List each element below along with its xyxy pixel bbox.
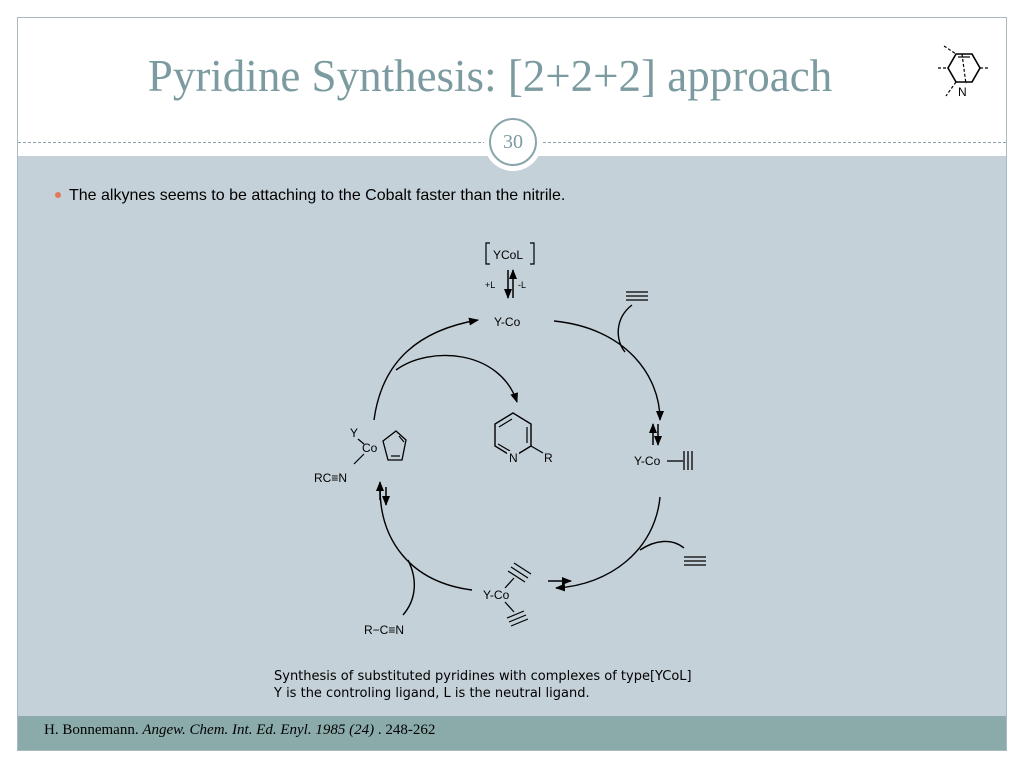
citation: H. Bonnemann. Angew. Chem. Int. Ed. Enyl… bbox=[44, 722, 435, 739]
nitrile-label: R−C≡N bbox=[364, 623, 404, 637]
cobaltacycle-y-label: Y bbox=[350, 426, 358, 440]
pyridine-n-label: N bbox=[509, 451, 518, 465]
bullet-item: The alkynes seems to be attaching to the… bbox=[55, 187, 565, 205]
alkyne-icon-bottom bbox=[684, 556, 706, 566]
cobaltacycle-complex: Y Co RC≡N bbox=[314, 426, 407, 485]
yco-bis-alkyne-complex: Y-Co bbox=[483, 562, 532, 627]
diagram-caption: Synthesis of substituted pyridines with … bbox=[274, 668, 692, 702]
pyridine-product: N R bbox=[494, 412, 553, 465]
yco-alkyne-complex: Y-Co bbox=[634, 423, 693, 470]
plus-l-label: +L bbox=[485, 280, 495, 290]
caption-line-1: Synthesis of substituted pyridines with … bbox=[274, 669, 692, 684]
cobaltacycle-nitrile-label: RC≡N bbox=[314, 471, 347, 485]
arc-bottom-left bbox=[379, 487, 473, 591]
content-area bbox=[18, 156, 1006, 716]
bullet-dot-icon bbox=[55, 191, 61, 198]
minus-l-label: -L bbox=[518, 280, 526, 290]
page-number: 30 bbox=[489, 118, 537, 166]
bullet-text: The alkynes seems to be attaching to the… bbox=[69, 187, 566, 204]
cobaltacycle-co-label: Co bbox=[362, 441, 378, 455]
citation-pages: . 248-262 bbox=[377, 722, 436, 738]
alkyne-icon-top bbox=[626, 291, 648, 301]
citation-author: H. Bonnemann. bbox=[44, 722, 139, 738]
page-number-badge: 30 bbox=[484, 113, 542, 171]
arc-top-right bbox=[553, 320, 664, 421]
caption-line-2: Y is the controling ligand, L is the neu… bbox=[274, 686, 590, 701]
pyridine-r-label: R bbox=[544, 451, 553, 465]
logo-n-label: N bbox=[958, 85, 967, 99]
slide-title: Pyridine Synthesis: [2+2+2] approach bbox=[147, 51, 833, 101]
slide-frame bbox=[17, 17, 1007, 751]
ycol-bracket: YCoL bbox=[485, 242, 535, 265]
footer-bar: H. Bonnemann. Angew. Chem. Int. Ed. Enyl… bbox=[18, 716, 1006, 750]
arc-bottom-right bbox=[555, 496, 661, 592]
yco-top-label: Y-Co bbox=[494, 315, 521, 329]
arrow-to-pyridine bbox=[395, 354, 518, 403]
arc-top-left bbox=[373, 317, 479, 421]
yco-right-label: Y-Co bbox=[634, 454, 661, 468]
ycol-label: YCoL bbox=[493, 248, 523, 262]
citation-year-vol: 1985 (24) bbox=[315, 722, 375, 738]
citation-journal: Angew. Chem. Int. Ed. Enyl. bbox=[142, 722, 312, 738]
ligand-equilibrium: +L -L bbox=[485, 269, 526, 299]
pyridine-logo-icon: N bbox=[938, 45, 990, 99]
alkyne-entry-arc-2 bbox=[639, 540, 685, 551]
nitrile-entry-arc bbox=[402, 559, 415, 616]
alkyne-entry-arc bbox=[617, 304, 633, 353]
yco-bottom-label: Y-Co bbox=[483, 588, 510, 602]
